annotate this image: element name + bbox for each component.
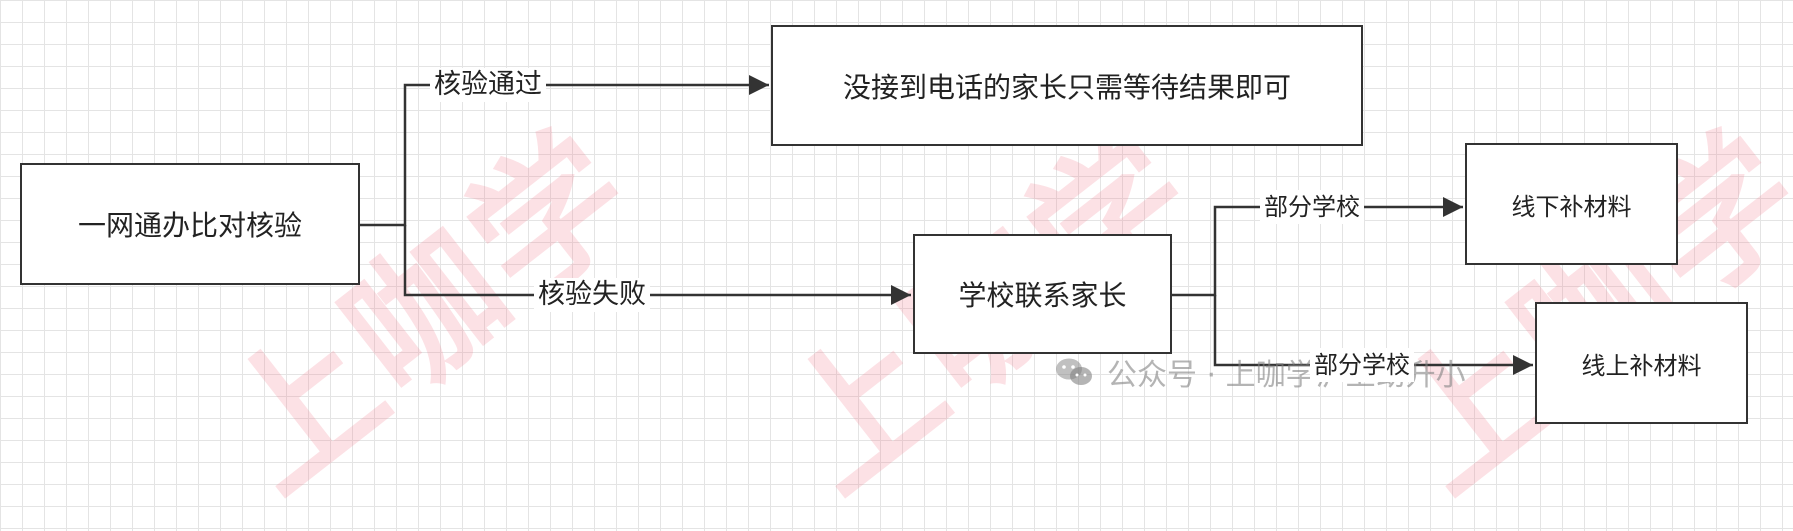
node-offline: 线下补材料 — [1465, 143, 1678, 265]
edge-label-part-a: 部分学校 — [1260, 190, 1364, 224]
node-start-label: 一网通办比对核验 — [77, 209, 302, 242]
connector-lines — [360, 75, 1533, 375]
edge-label-fail: 核验失败 — [534, 278, 650, 312]
edge-pass — [360, 75, 769, 227]
edge-label-pass: 核验通过 — [430, 68, 546, 102]
edge-fail — [403, 225, 911, 305]
node-online: 线上补材料 — [1535, 302, 1748, 424]
node-contact: 学校联系家长 — [913, 234, 1172, 354]
edge-label-part-b: 部分学校 — [1310, 348, 1414, 382]
node-contact-label: 学校联系家长 — [958, 279, 1127, 312]
wechat-icon — [1056, 358, 1092, 385]
node-offline-label: 线下补材料 — [1511, 192, 1632, 221]
edge-online — [1213, 295, 1533, 375]
node-online-label: 线上补材料 — [1581, 351, 1702, 380]
node-pass-result: 没接到电话的家长只需等待结果即可 — [771, 25, 1363, 146]
node-start: 一网通办比对核验 — [20, 163, 360, 285]
node-pass-result-label: 没接到电话的家长只需等待结果即可 — [842, 70, 1291, 104]
